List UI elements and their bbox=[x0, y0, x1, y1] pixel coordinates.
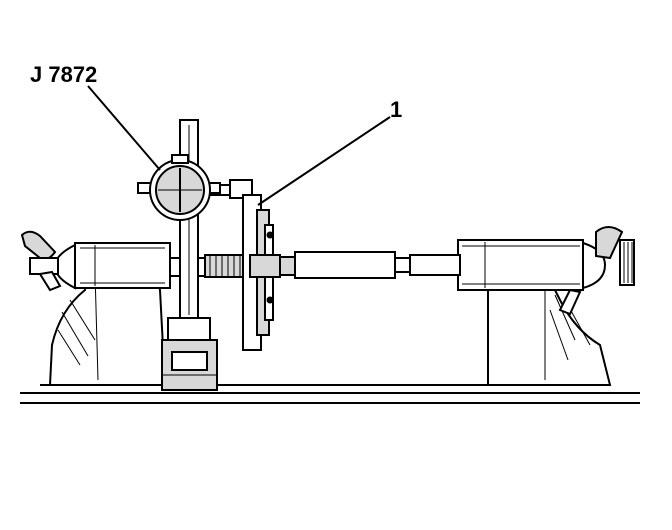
callout-1-label: 1 bbox=[390, 97, 402, 122]
magnetic-base bbox=[161, 317, 218, 391]
left-headstock bbox=[53, 242, 171, 290]
bench-base bbox=[20, 384, 640, 404]
brake-rotor bbox=[242, 194, 281, 351]
arbor-shaft bbox=[169, 251, 461, 279]
left-handle bbox=[20, 230, 62, 292]
right-handle bbox=[558, 226, 635, 316]
right-stand bbox=[487, 279, 612, 386]
tool-label: J 7872 bbox=[30, 62, 97, 87]
leader-lines bbox=[87, 85, 391, 206]
dial-indicator bbox=[137, 154, 221, 221]
right-tailstock bbox=[457, 239, 607, 291]
